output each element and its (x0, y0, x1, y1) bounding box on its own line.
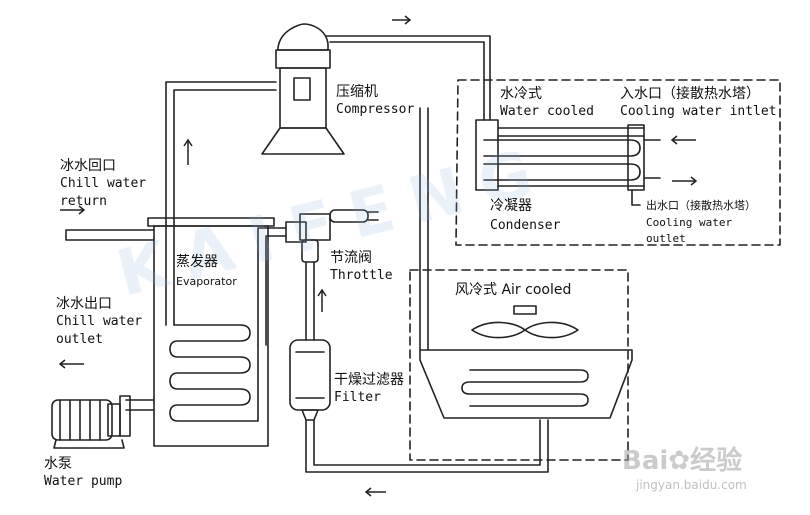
compressor (261, 23, 345, 155)
arrow-inlet (670, 135, 696, 145)
water-pump (51, 395, 131, 449)
baidu-paw-icon: ✿ (668, 446, 691, 476)
compressor-label-en: Compressor (336, 102, 415, 117)
chill-return-label-cn: 冰水回口 (60, 158, 116, 174)
cooling-outlet-label-en1: Cooling water (646, 216, 733, 229)
baidu-url-watermark: jingyan.baidu.com (636, 478, 747, 492)
arrow-chill-return (60, 205, 86, 215)
throttle-label-cn: 节流阀 (330, 250, 372, 266)
pump-label-en: Water pump (44, 474, 123, 489)
filter-label-cn: 干燥过滤器 (334, 372, 404, 388)
chill-return-label-en1: Chill water (60, 176, 147, 191)
cooling-outlet-label-en2: outlet (646, 232, 686, 245)
pump-label-cn: 水泵 (44, 456, 72, 472)
air-cooled-label: 风冷式 Air cooled (455, 282, 572, 298)
water-cooled-label-cn: 水冷式 (500, 86, 542, 102)
arrow-bottom (364, 487, 386, 497)
chill-return-label-en2: return (60, 194, 107, 209)
cooling-outlet-label-cn: 出水口（接散热水塔） (646, 199, 756, 212)
chill-outlet-label-en2: outlet (56, 332, 103, 347)
arrow-outlet (672, 176, 698, 186)
evaporator-tank (147, 217, 275, 447)
arrow-filter-up (317, 288, 327, 312)
condenser-coil (475, 119, 661, 206)
air-cooled-boundary (409, 269, 629, 461)
pipe-liquid-return (305, 419, 549, 473)
arrow-top (392, 15, 412, 25)
fan (471, 305, 579, 339)
arrow-chill-outlet (58, 359, 84, 369)
pipe-filter-throttle (305, 261, 315, 341)
compressor-label-cn: 压缩机 (336, 84, 378, 100)
pipe-throttle-evap (257, 227, 287, 346)
throttle-label-en: Throttle (330, 268, 393, 283)
arrow-suction-up (183, 138, 193, 165)
filter-label-en: Filter (334, 390, 381, 405)
air-cooled-coil (419, 349, 633, 419)
condenser-label-en: Condenser (490, 218, 561, 233)
evaporator-label-en: Evaporator (176, 275, 237, 288)
condenser-label-cn: 冷凝器 (490, 198, 532, 214)
pipe-suction (165, 81, 277, 326)
water-cooled-boundary (455, 79, 781, 246)
filter-drier (289, 339, 331, 421)
chill-outlet-label-en1: Chill water (56, 314, 143, 329)
cooling-inlet-label-cn: 入水口（接散热水塔） (620, 86, 760, 102)
chill-outlet-label-cn: 冰水出口 (56, 296, 112, 312)
evaporator-label-cn: 蒸发器 (176, 254, 218, 270)
cooling-inlet-label-en: Cooling water intlet (620, 104, 777, 119)
pipe-discharge (325, 35, 491, 121)
throttle-valve (285, 209, 379, 263)
baidu-watermark: Bai✿经验 (622, 446, 743, 476)
pipe-chill-return (65, 229, 155, 241)
pipe-condenser-down (419, 107, 429, 351)
water-cooled-label-en: Water cooled (500, 104, 594, 119)
